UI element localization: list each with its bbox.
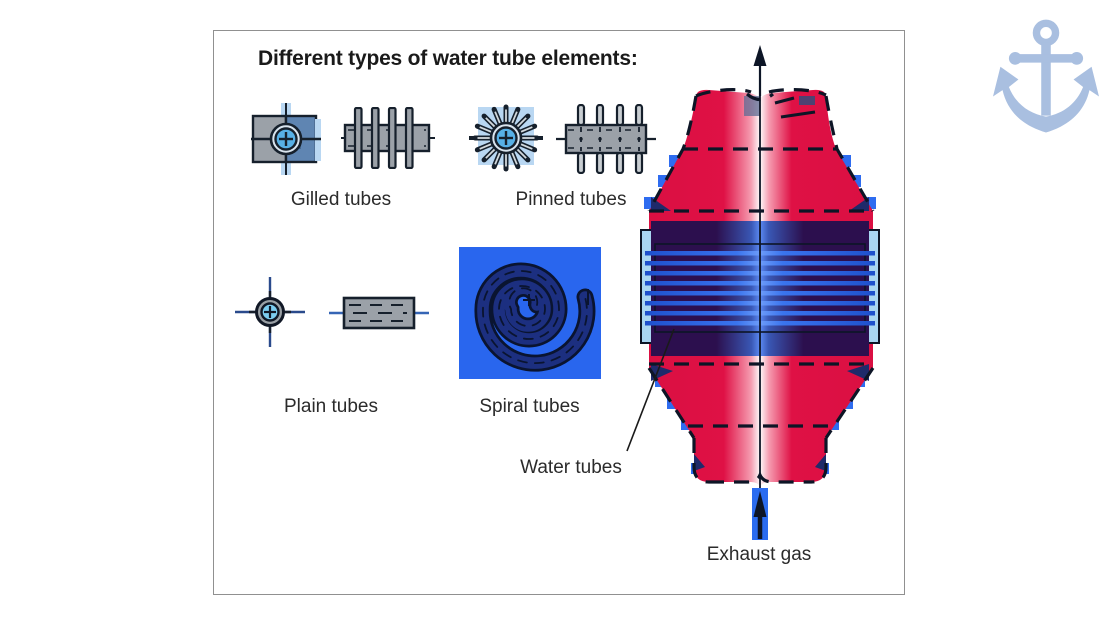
gilled-tubes-label: Gilled tubes [290,189,392,210]
diagram-frame: Different types of water tube elements: [213,30,905,595]
spiral-tubes-label: Spiral tubes [479,396,580,417]
plain-tube-cross-section-icon [235,277,305,347]
exhaust-gas-boiler-diagram [640,45,880,540]
water-tubes-label: Water tubes [520,457,622,478]
plain-tube-side-view-icon [329,296,429,330]
pinned-tube-cross-section-icon [469,101,543,175]
exhaust-gas-inlet-arrow [752,488,768,540]
page-title: Different types of water tube elements: [258,47,638,70]
plain-tubes-label: Plain tubes [283,396,378,417]
gilled-tube-cross-section-icon [251,103,321,175]
pinned-tube-side-view-icon [556,104,656,174]
anchor-icon [993,18,1099,140]
gas-outlet-arrow [753,45,767,96]
boiler-lower-casing [649,364,873,487]
pinned-tubes-label: Pinned tubes [515,189,627,210]
spiral-tube-icon [459,247,601,379]
exhaust-gas-label: Exhaust gas [706,544,812,565]
gilled-tube-side-view-icon [341,107,435,169]
